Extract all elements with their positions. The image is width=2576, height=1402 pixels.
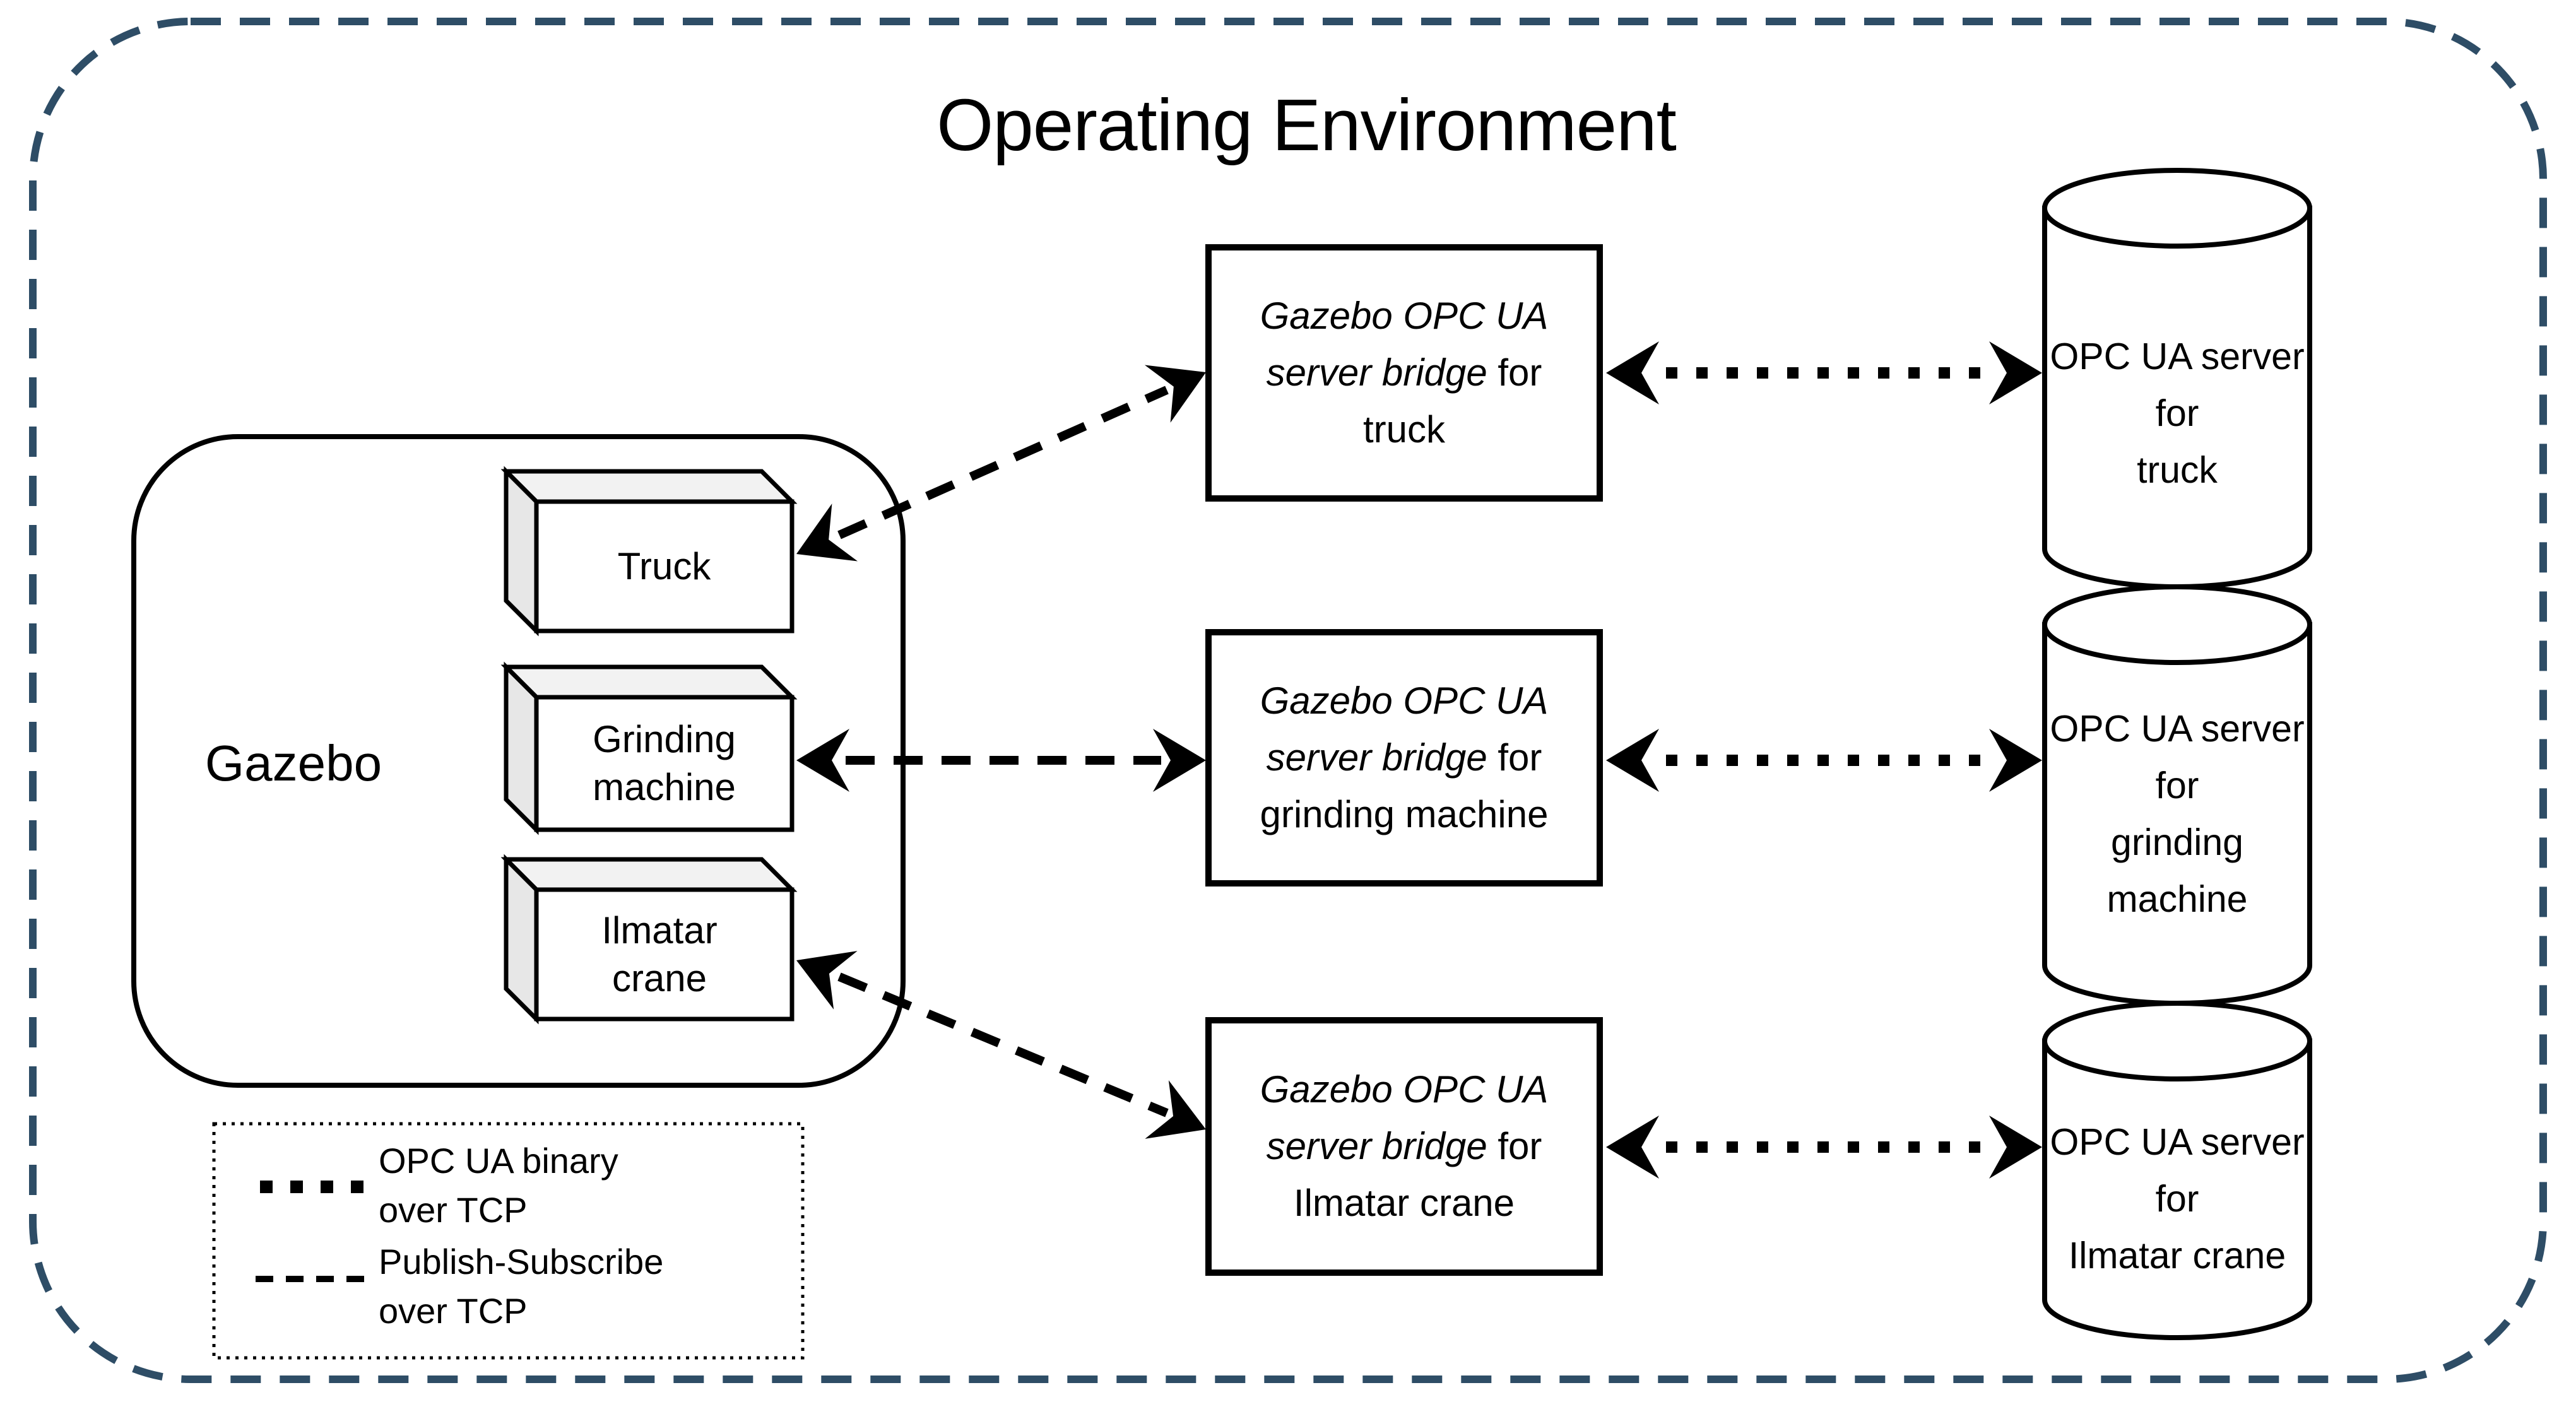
- bridge-box-grinding-machine: [1205, 629, 1603, 887]
- model-label-truck: Truck: [540, 505, 789, 628]
- model-label-ilmatar-crane: Ilmatar crane: [555, 893, 764, 1016]
- opcua-connector-ilmatar-crane: [1606, 1116, 2042, 1179]
- box-side-face: [504, 661, 539, 835]
- arrowhead-icon: [1989, 341, 2042, 404]
- bridge-label-truck: Gazebo OPC UA server bridge for truck: [1227, 254, 1581, 492]
- opcua-connector-grinding-machine: [1606, 729, 2042, 792]
- arrowhead-icon: [1606, 1116, 1659, 1179]
- box-top-face: [500, 664, 798, 700]
- box-side-face: [504, 854, 539, 1025]
- legend-dashed-sample: [256, 1276, 364, 1282]
- model-box-truck: [500, 466, 798, 637]
- server-cylinder-ilmatar-crane: [2042, 1001, 2312, 1340]
- box-top-face: [500, 857, 798, 892]
- arrowhead-icon: [796, 504, 858, 562]
- arrowhead-icon: [1153, 729, 1206, 792]
- bridge-name: Gazebo OPC UA server bridge: [1260, 680, 1549, 779]
- bridge-name: Gazebo OPC UA server bridge: [1260, 295, 1549, 394]
- dashed-line: [837, 386, 1169, 539]
- legend-dotted-sample: [260, 1181, 363, 1193]
- arrowhead-icon: [1989, 729, 2042, 792]
- box-side-face: [504, 466, 539, 637]
- arrowhead-icon: [1606, 341, 1659, 404]
- server-label-truck: OPC UA server for truck: [2038, 265, 2316, 562]
- legend-dash: [286, 1276, 304, 1282]
- bridge-box-ilmatar-crane: [1205, 1017, 1603, 1276]
- page-title: Operating Environment: [936, 84, 1677, 166]
- model-label-text: Ilmatar crane: [601, 909, 718, 999]
- cylinder-top: [2042, 584, 2312, 665]
- legend-dot: [290, 1181, 303, 1193]
- pubsub-connector-truck: [796, 365, 1206, 562]
- model-box-grinding-machine: [500, 661, 798, 835]
- box-front-face: [534, 695, 795, 832]
- legend-item-opcua-binary: OPC UA binary over TCP: [379, 1141, 618, 1230]
- legend-dot: [260, 1181, 273, 1193]
- legend-dot: [351, 1181, 363, 1193]
- bridge-box-truck: [1205, 244, 1603, 502]
- arrowhead-icon: [796, 951, 858, 1010]
- model-label-grinding-machine: Grinding machine: [549, 700, 779, 827]
- bridge-name: Gazebo OPC UA server bridge: [1260, 1068, 1549, 1167]
- server-cylinder-grinding-machine: [2042, 584, 2312, 1006]
- box-top-face: [500, 469, 798, 504]
- bridge-label-ilmatar-crane: Gazebo OPC UA server bridge for Ilmatar …: [1227, 1027, 1581, 1266]
- cylinder-top: [2042, 168, 2312, 249]
- server-label-text: OPC UA server for grinding machine: [2050, 708, 2305, 920]
- legend-box: [212, 1122, 805, 1360]
- arrowhead-icon: [1145, 1080, 1206, 1139]
- model-label-text: Truck: [617, 545, 711, 587]
- legend-dot: [321, 1181, 333, 1193]
- box-front-face: [534, 499, 795, 633]
- dashed-line: [837, 972, 1169, 1117]
- legend-dash: [316, 1276, 334, 1282]
- legend-item-publish-subscribe: Publish-Subscribe over TCP: [379, 1242, 664, 1331]
- arrowhead-icon: [796, 729, 849, 792]
- gazebo-label: Gazebo: [204, 735, 382, 791]
- model-box-ilmatar-crane: [500, 854, 798, 1025]
- cylinder-body: [2042, 1039, 2312, 1340]
- bridge-target: for grinding machine: [1260, 736, 1549, 835]
- bridge-target: for truck: [1362, 351, 1542, 451]
- server-cylinder-truck: [2042, 168, 2312, 589]
- server-label-ilmatar-crane: OPC UA server for Ilmatar crane: [2038, 1073, 2316, 1325]
- pubsub-connector-ilmatar-crane: [796, 951, 1206, 1139]
- opcua-connector-truck: [1606, 341, 2042, 404]
- box-front-face: [534, 887, 795, 1022]
- arrowhead-icon: [1989, 1116, 2042, 1179]
- operating-environment-frame: [29, 18, 2547, 1383]
- server-label-text: OPC UA server for Ilmatar crane: [2050, 1121, 2305, 1276]
- model-label-text: Grinding machine: [593, 718, 736, 808]
- server-label-text: OPC UA server for truck: [2050, 336, 2305, 491]
- pubsub-connector-grinding-machine: [796, 729, 1206, 792]
- bridge-target: for Ilmatar crane: [1293, 1125, 1542, 1224]
- arrowhead-icon: [1144, 365, 1206, 423]
- server-label-grinding-machine: OPC UA server for grinding machine: [2038, 672, 2316, 956]
- arrowhead-icon: [1606, 729, 1659, 792]
- cylinder-top: [2042, 1001, 2312, 1081]
- legend-dash: [346, 1276, 364, 1282]
- bridge-label-grinding-machine: Gazebo OPC UA server bridge for grinding…: [1227, 639, 1581, 877]
- legend-dash: [256, 1276, 273, 1282]
